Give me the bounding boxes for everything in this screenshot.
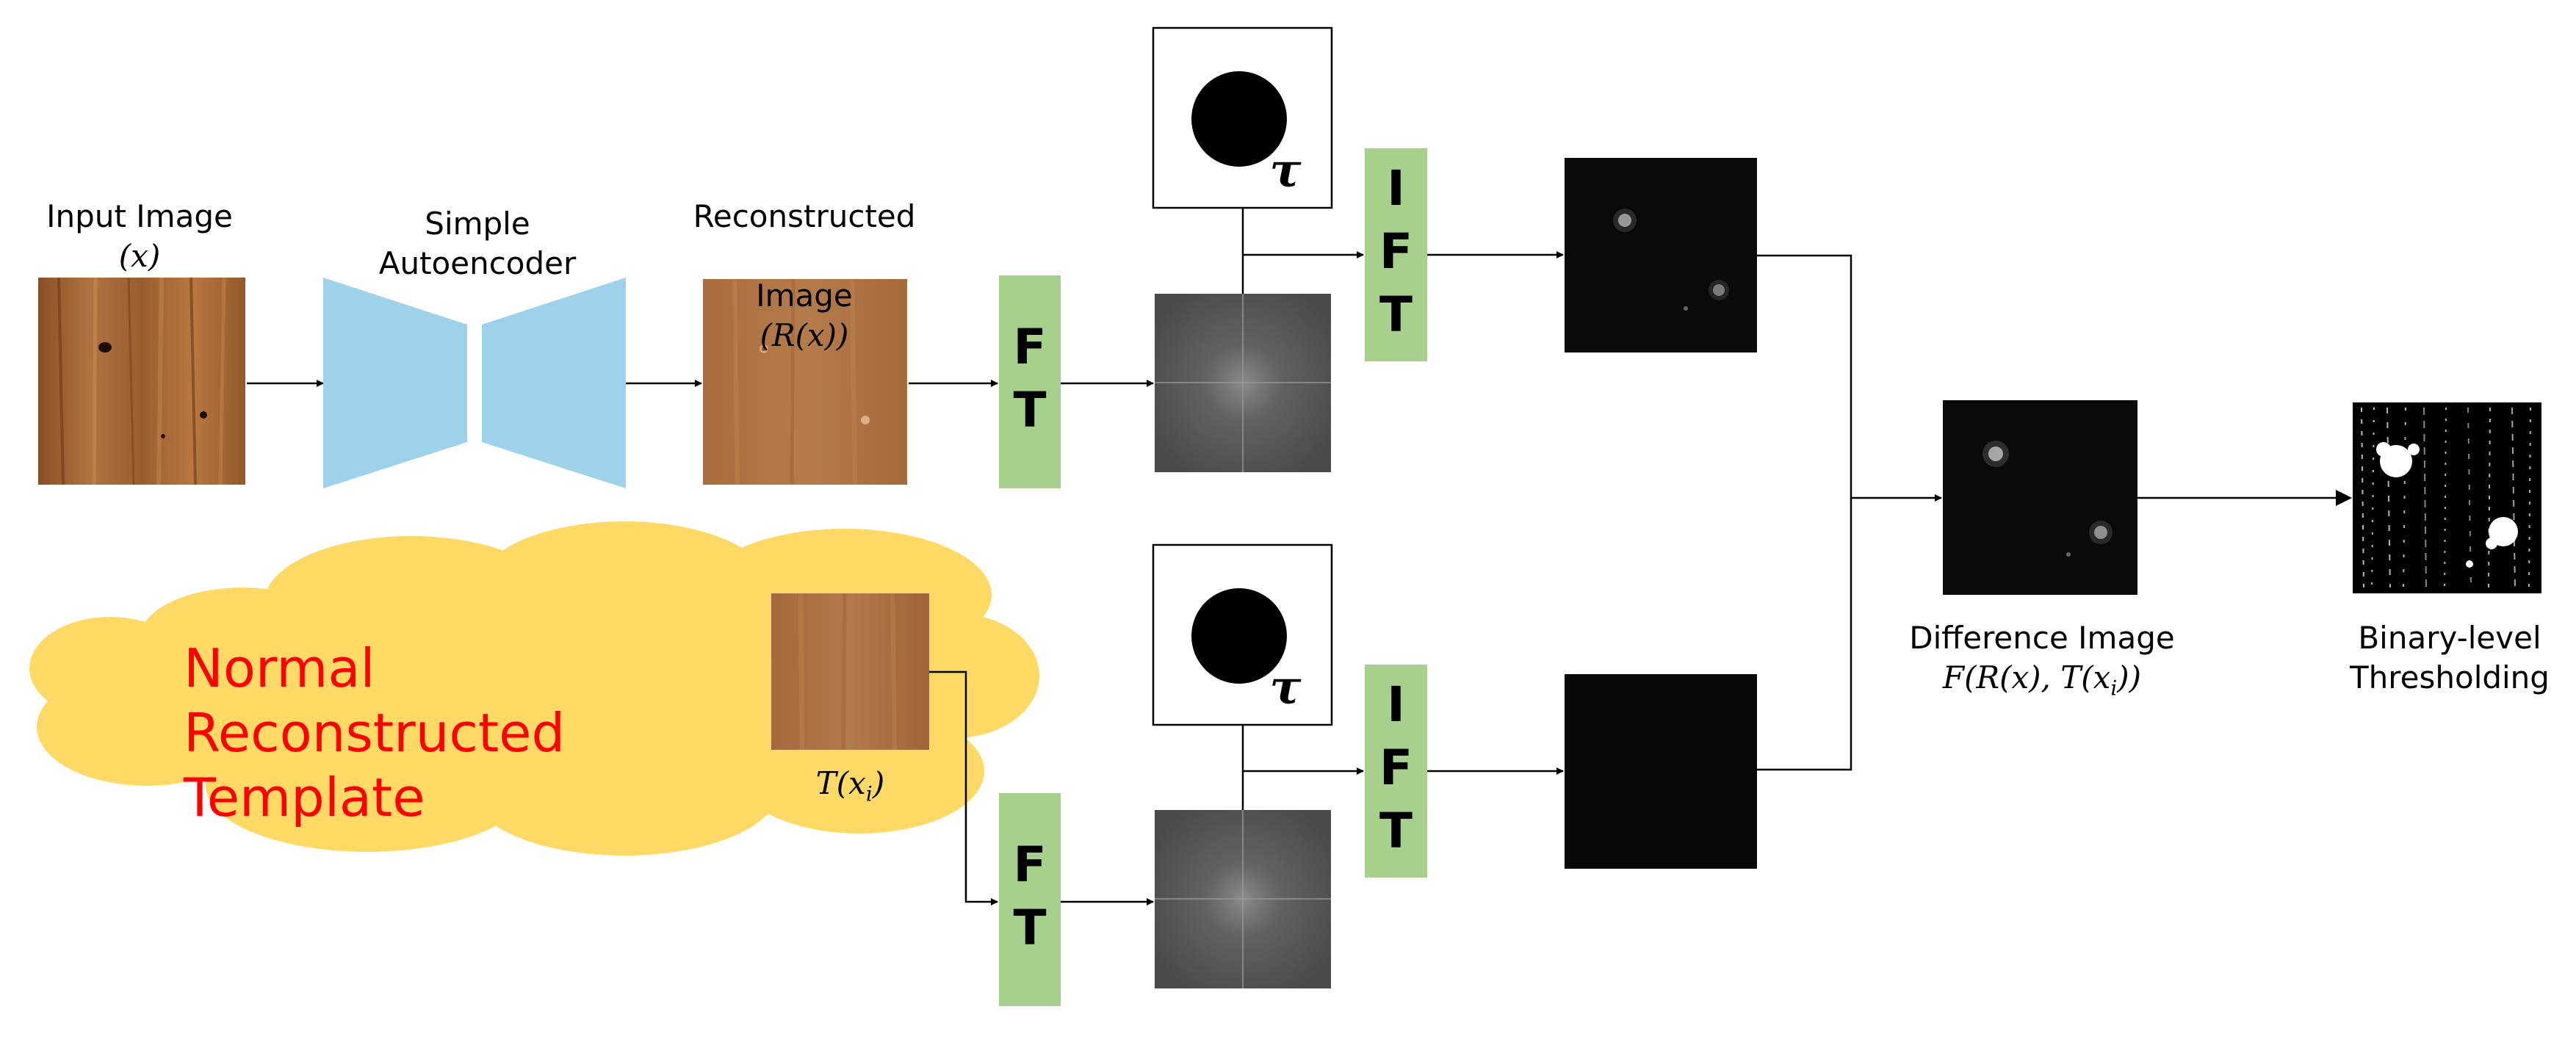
difference-math-main: F(R(x), T(x	[1942, 659, 2111, 695]
ift-output-top	[1565, 158, 1757, 352]
input-image-math: (x)	[118, 238, 161, 274]
difference-image	[1943, 400, 2137, 595]
encoder-trapezoid	[323, 278, 467, 488]
tau-bottom: τ	[1269, 660, 1302, 715]
spectrum-top	[1155, 294, 1331, 472]
mask-circle-bottom	[1191, 588, 1287, 684]
ift-bottom-text: I F T	[1379, 676, 1413, 859]
reconstructed-image	[703, 278, 907, 485]
thresholding-label: Binary-level Thresholding	[2350, 620, 2550, 695]
spectrum-bottom	[1155, 810, 1331, 988]
tau-top: τ	[1269, 143, 1302, 198]
reconstructed-label: Reconstructed	[693, 198, 916, 234]
ift-box-top	[1365, 148, 1427, 361]
ft-bottom-text: F T	[1013, 836, 1047, 956]
autoencoder-label: Simple Autoencoder	[378, 206, 577, 281]
ft-top-text: F T	[1013, 319, 1047, 438]
ift-top-text: I F T	[1379, 160, 1413, 343]
template-math-main: T(x	[815, 765, 866, 801]
reconstructed-image-math: (R(x))	[760, 317, 849, 353]
template-math-label: T(xi)	[771, 764, 929, 814]
template-image	[771, 593, 929, 751]
difference-math-sub: i	[2110, 676, 2118, 701]
difference-label: Difference Image	[1909, 620, 2175, 656]
ift-output-bottom	[1565, 674, 1757, 869]
difference-math-close: ))	[2117, 659, 2142, 695]
mask-circle-top	[1191, 71, 1287, 167]
template-cloud-text: Normal Reconstructed Template	[184, 637, 566, 828]
ft-box-top	[999, 275, 1061, 488]
reconstructed-image-prefix: Image	[756, 278, 853, 314]
template-math-close: )	[872, 765, 885, 801]
decoder-trapezoid	[482, 278, 626, 488]
template-math-sub: i	[865, 781, 873, 806]
reconstructed-image-label: Image (R(x))	[683, 236, 926, 355]
input-image-label: Input Image	[46, 198, 233, 234]
difference-math-label: F(R(x), T(xi))	[1895, 658, 2189, 708]
input-image	[38, 277, 245, 485]
threshold-image	[2353, 402, 2541, 593]
ift-box-bottom	[1365, 665, 1427, 878]
ft-box-bottom	[999, 793, 1061, 1006]
